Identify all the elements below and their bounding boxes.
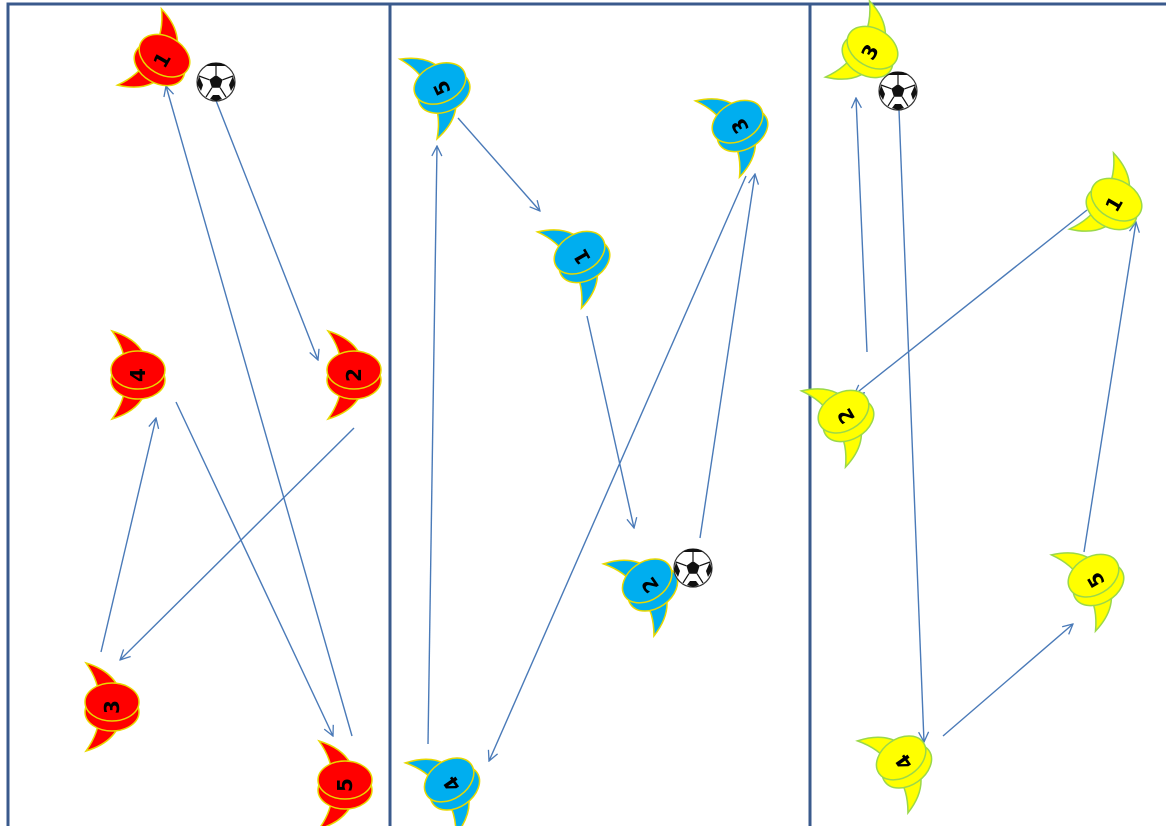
player-number: 5 (333, 778, 357, 792)
red-player-2: 2 (327, 331, 381, 419)
pass-arrow-1-to-2 (854, 210, 1087, 395)
yellow-field: 3 1 2 5 4 (801, 0, 1160, 813)
ball-icon (879, 72, 917, 110)
pass-arrow-2-to-3 (700, 174, 755, 538)
yellow-player-4: 4 (857, 710, 952, 813)
player-number: 4 (126, 368, 150, 382)
pass-arrow-1-to-2 (215, 98, 318, 360)
red-player-4: 4 (111, 331, 165, 419)
pass-arrow-4-to-5 (176, 402, 333, 736)
blue-player-5: 5 (399, 37, 485, 140)
pass-arrow-5-to-1 (1084, 222, 1136, 552)
player-number: 2 (342, 368, 366, 382)
blue-field: 5 3 1 2 4 (399, 37, 785, 826)
pass-arrow-3-to-4 (489, 176, 746, 761)
pass-arrow-3-to-4 (899, 110, 924, 742)
red-field: 1 4 2 3 5 (85, 8, 381, 826)
pass-arrow-3-to-4 (101, 418, 156, 652)
red-player-5: 5 (318, 741, 372, 826)
yellow-player-2: 2 (801, 364, 892, 467)
blue-player-1: 1 (537, 205, 628, 308)
pass-arrow-2-to-3 (856, 98, 867, 352)
red-pass-arrows (101, 86, 354, 736)
red-player-1: 1 (117, 8, 208, 111)
pass-arrow-1-to-2 (587, 316, 634, 528)
pass-arrow-2-to-3 (120, 428, 354, 660)
player-number: 3 (100, 700, 124, 714)
pass-arrow-4-to-5 (428, 146, 437, 744)
red-player-3: 3 (85, 663, 139, 751)
ball-icon (674, 549, 712, 587)
yellow-player-5: 5 (1051, 528, 1142, 631)
ball-icon (197, 63, 235, 101)
blue-player-4: 4 (405, 732, 500, 826)
pass-arrow-5-to-1 (166, 86, 352, 736)
blue-player-3: 3 (695, 74, 786, 177)
blue-pass-arrows (428, 118, 755, 761)
pass-arrow-5-to-1 (458, 118, 540, 211)
pass-arrow-4-to-5 (943, 624, 1073, 736)
yellow-player-1: 1 (1069, 152, 1160, 255)
blue-player-2: 2 (603, 533, 698, 636)
